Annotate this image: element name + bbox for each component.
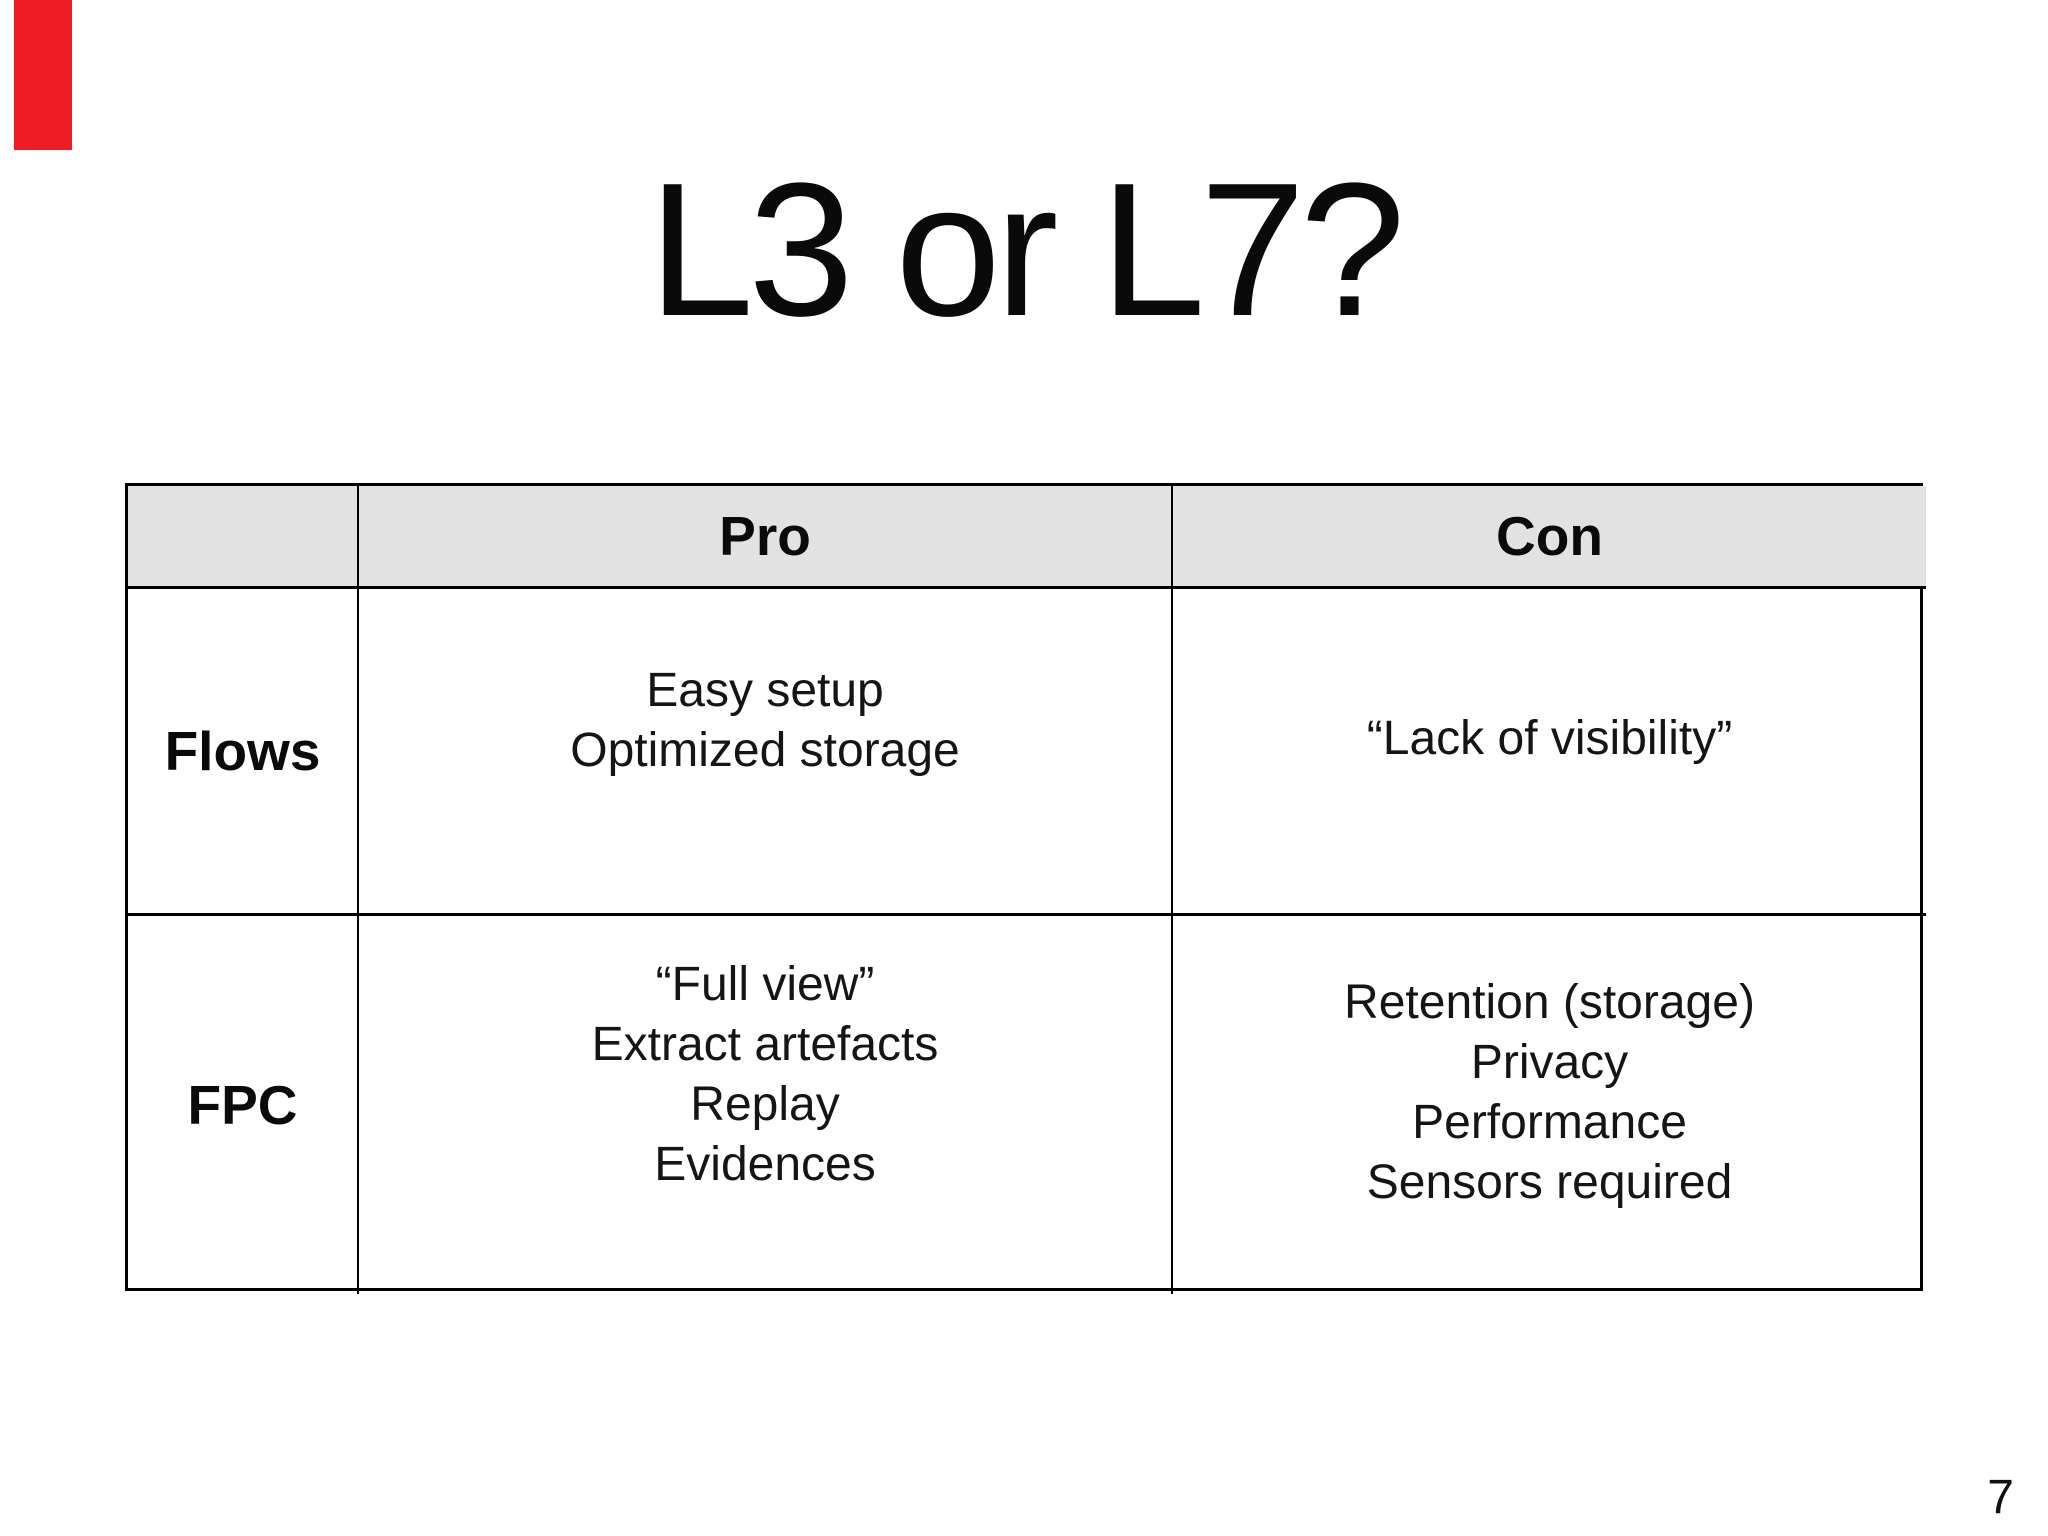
row-header-flows: Flows bbox=[128, 589, 359, 916]
cell-line: Replay bbox=[690, 1078, 840, 1131]
column-header-pro: Pro bbox=[359, 486, 1173, 589]
cell-line: Sensors required bbox=[1366, 1155, 1733, 1209]
comparison-table: Pro Con Flows Easy setup Optimized stora… bbox=[125, 483, 1926, 1294]
con-header-label: Con bbox=[1496, 504, 1603, 567]
red-marker bbox=[14, 0, 72, 150]
cell-fpc-con: Retention (storage) Privacy Performance … bbox=[1173, 916, 1926, 1294]
cell-line: Evidences bbox=[654, 1138, 876, 1191]
row-header-fpc: FPC bbox=[128, 916, 359, 1294]
cell-line: Performance bbox=[1412, 1095, 1687, 1149]
pro-header-label: Pro bbox=[719, 504, 811, 567]
cell-line: Retention (storage) bbox=[1344, 975, 1755, 1029]
cell-line: Optimized storage bbox=[570, 724, 960, 777]
cell-flows-con: “Lack of visibility” bbox=[1173, 589, 1926, 916]
cell-flows-pro: Easy setup Optimized storage bbox=[359, 589, 1173, 916]
cell-line: Extract artefacts bbox=[591, 1018, 939, 1071]
cell-line: “Lack of visibility” bbox=[1366, 711, 1733, 765]
flows-label: Flows bbox=[164, 720, 321, 782]
cell-line: Privacy bbox=[1470, 1035, 1629, 1089]
cell-fpc-pro: “Full view” Extract artefacts Replay Evi… bbox=[359, 916, 1173, 1294]
cell-line: Easy setup bbox=[646, 664, 884, 717]
slide-title: L3 or L7? bbox=[648, 144, 1405, 356]
column-header-con: Con bbox=[1173, 486, 1926, 589]
page-number: 7 bbox=[1987, 1471, 2014, 1524]
cell-line: “Full view” bbox=[655, 958, 875, 1011]
table-corner-cell bbox=[128, 486, 359, 589]
fpc-label: FPC bbox=[187, 1074, 298, 1136]
